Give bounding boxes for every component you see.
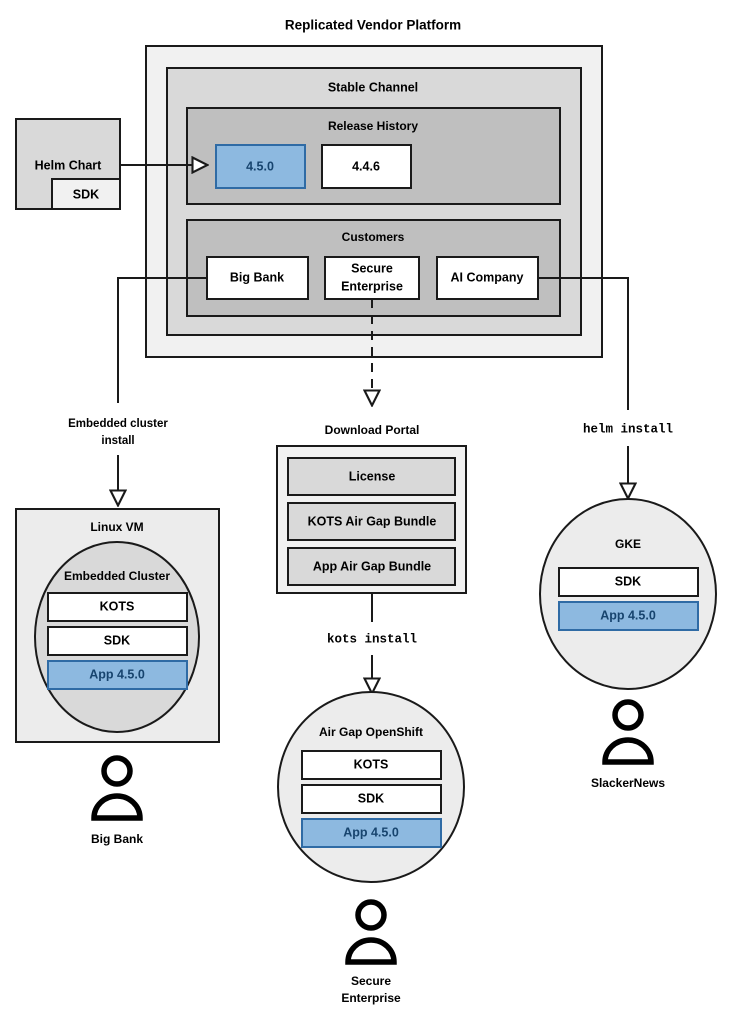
customer-big-bank[interactable]: [206, 256, 309, 300]
customer-secure-enterprise-label-line2: Enterprise: [341, 279, 403, 293]
edge-bigbank-label-line1: Embedded cluster: [68, 418, 168, 430]
edge-bigbank-to-linuxvm: [117, 277, 207, 403]
user-slackernews-icon: [602, 699, 654, 765]
customer-ai-company-label: AI Company: [451, 270, 524, 284]
gke-component-sdk[interactable]: [558, 567, 699, 597]
user-secure-enterprise-label-line2: Enterprise: [341, 991, 401, 1005]
edge-helm-install-label: helm install: [583, 422, 673, 436]
helm-chart-sdk-box[interactable]: [51, 178, 121, 210]
download-portal-label: Download Portal: [325, 423, 420, 437]
download-portal-item-app-air-gap-bundle-label: App Air Gap Bundle: [313, 559, 431, 573]
openshift-component-app-label: App 4.5.0: [343, 825, 399, 839]
customer-ai-company[interactable]: [436, 256, 539, 300]
user-secure-enterprise-icon: [345, 899, 397, 965]
linux-vm-component-sdk[interactable]: [47, 626, 188, 656]
target-gke-label: GKE: [615, 537, 641, 551]
stable-channel-label: Stable Channel: [328, 80, 418, 94]
user-slackernews-label: SlackerNews: [591, 776, 665, 790]
linux-vm-component-app[interactable]: [47, 660, 188, 690]
download-portal-item-kots-air-gap-bundle-label: KOTS Air Gap Bundle: [308, 514, 437, 528]
openshift-component-kots[interactable]: [301, 750, 442, 780]
linux-vm-component-kots[interactable]: [47, 592, 188, 622]
gke-component-sdk-label: SDK: [615, 574, 641, 588]
linux-vm-component-kots-label: KOTS: [100, 599, 135, 613]
customer-big-bank-label: Big Bank: [230, 270, 284, 284]
openshift-component-app[interactable]: [301, 818, 442, 848]
download-portal-item-license[interactable]: [287, 457, 456, 496]
customer-secure-enterprise[interactable]: [324, 256, 420, 300]
edge-aicompany-to-gke: [538, 277, 629, 410]
gke-component-app[interactable]: [558, 601, 699, 631]
release-item-4-5-0[interactable]: [215, 144, 306, 189]
release-item-4-4-6[interactable]: [321, 144, 412, 189]
user-big-bank-icon: [91, 755, 143, 821]
openshift-component-sdk[interactable]: [301, 784, 442, 814]
helm-chart-label: Helm Chart: [35, 158, 103, 172]
target-linux-vm-label: Linux VM: [90, 520, 143, 534]
linux-vm-component-sdk-label: SDK: [104, 633, 130, 647]
gke-component-app-label: App 4.5.0: [600, 608, 656, 622]
customer-secure-enterprise-label-line1: Secure: [351, 261, 393, 275]
openshift-component-kots-label: KOTS: [354, 757, 389, 771]
download-portal-item-app-air-gap-bundle[interactable]: [287, 547, 456, 586]
release-item-4-4-6-label: 4.4.6: [352, 159, 380, 173]
helm-chart-sdk-label: SDK: [73, 187, 99, 201]
download-portal-item-kots-air-gap-bundle[interactable]: [287, 502, 456, 541]
page-title: Replicated Vendor Platform: [285, 18, 461, 33]
customers-label: Customers: [342, 230, 405, 244]
edge-kots-install-label: kots install: [327, 632, 417, 646]
edge-bigbank-label-line2: install: [101, 435, 134, 447]
user-big-bank-label: Big Bank: [91, 832, 143, 846]
embedded-cluster-label: Embedded Cluster: [64, 569, 170, 583]
linux-vm-component-app-label: App 4.5.0: [89, 667, 145, 681]
release-history-label: Release History: [328, 119, 418, 133]
download-portal-item-license-label: License: [349, 469, 396, 483]
openshift-component-sdk-label: SDK: [358, 791, 384, 805]
user-secure-enterprise-label-line1: Secure: [351, 974, 391, 988]
release-item-4-5-0-label: 4.5.0: [246, 159, 274, 173]
target-air-gap-openshift-label: Air Gap OpenShift: [319, 725, 423, 739]
